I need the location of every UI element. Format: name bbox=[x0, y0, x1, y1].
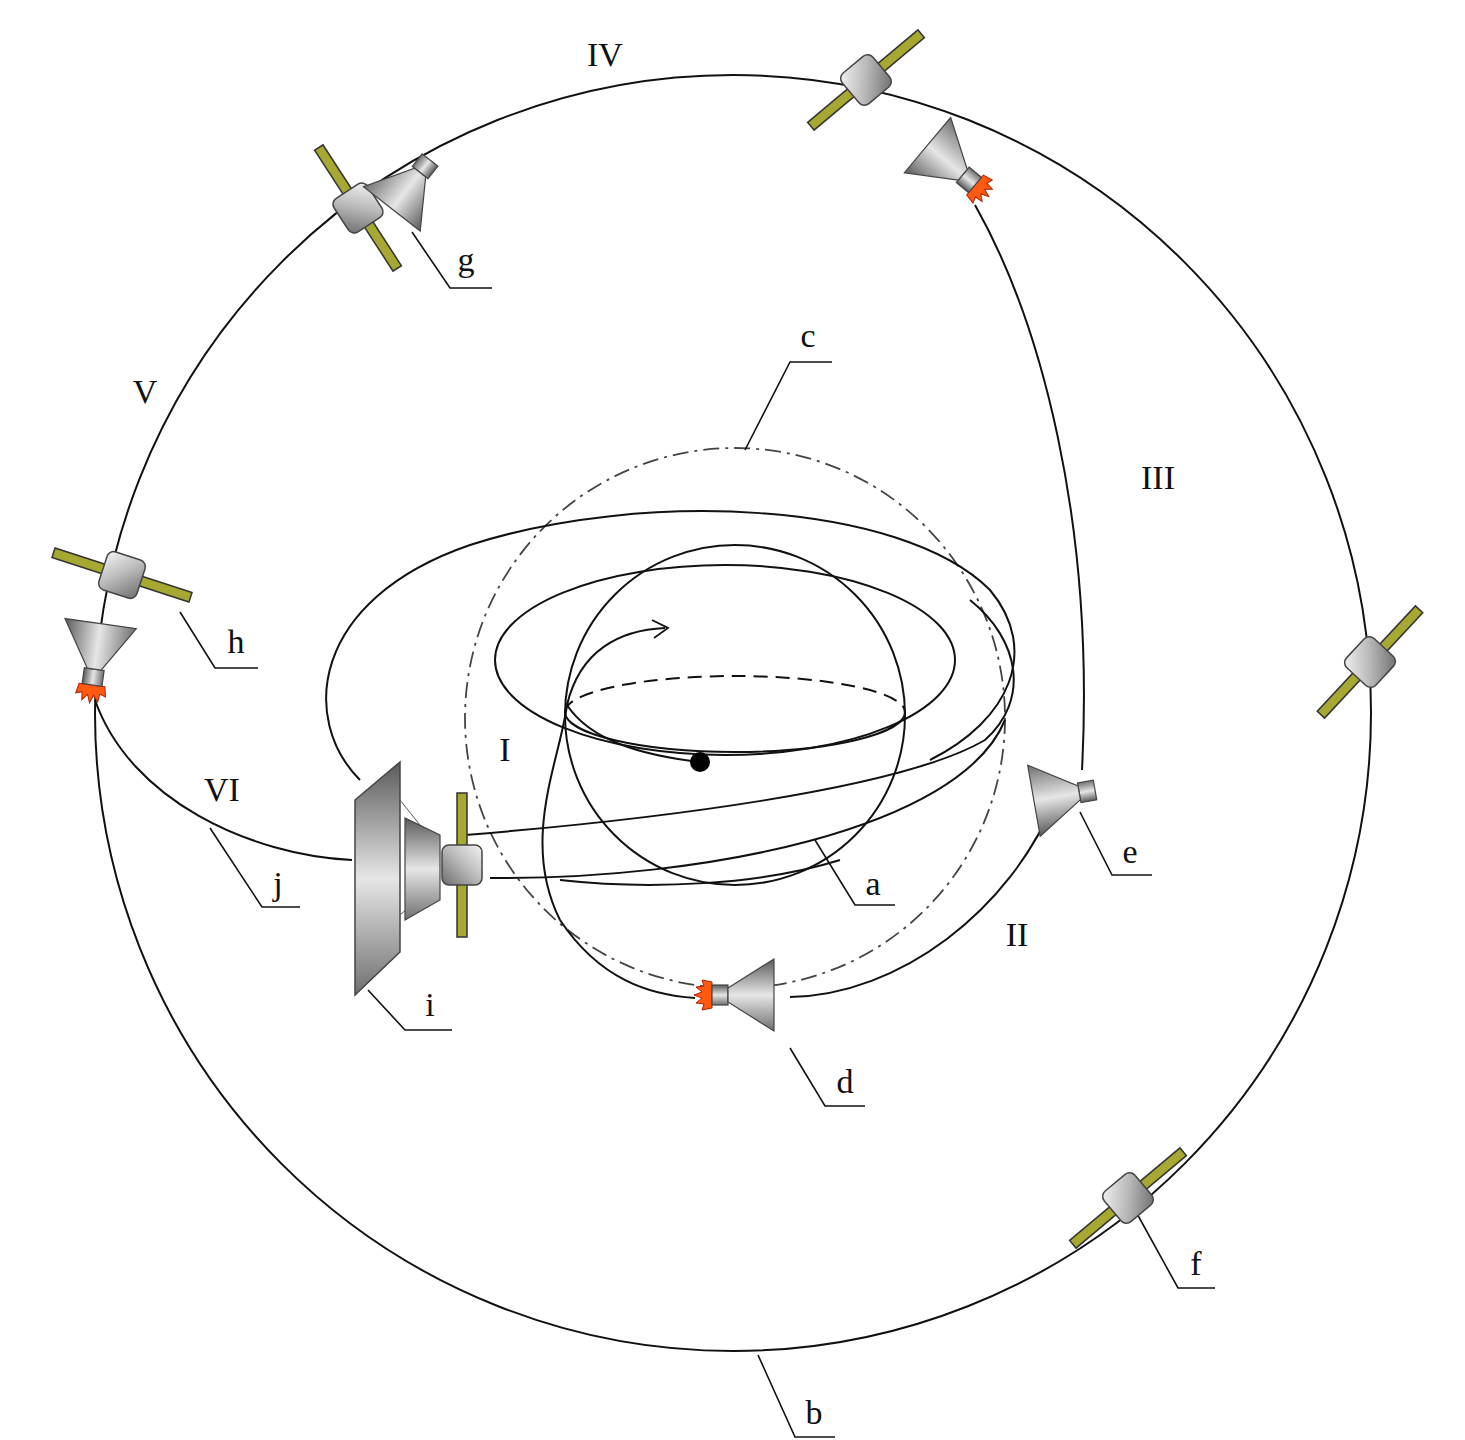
orbit-number: III bbox=[1141, 461, 1175, 495]
part-label: c bbox=[800, 319, 815, 353]
part-label: e bbox=[1122, 835, 1137, 869]
part-label: a bbox=[865, 867, 880, 901]
part-label: g bbox=[458, 243, 475, 277]
orbit-number: VI bbox=[204, 773, 240, 807]
part-label: h bbox=[228, 625, 245, 659]
part-label: d bbox=[837, 1065, 854, 1099]
orbit-number: I bbox=[499, 733, 510, 767]
orbit-number: V bbox=[133, 375, 158, 409]
orbit-number: IV bbox=[587, 38, 623, 72]
part-label: j bbox=[273, 867, 282, 901]
part-label: i bbox=[425, 988, 434, 1022]
part-label: f bbox=[1190, 1247, 1201, 1281]
part-label: b bbox=[806, 1396, 823, 1430]
orbit-number: II bbox=[1006, 918, 1029, 952]
